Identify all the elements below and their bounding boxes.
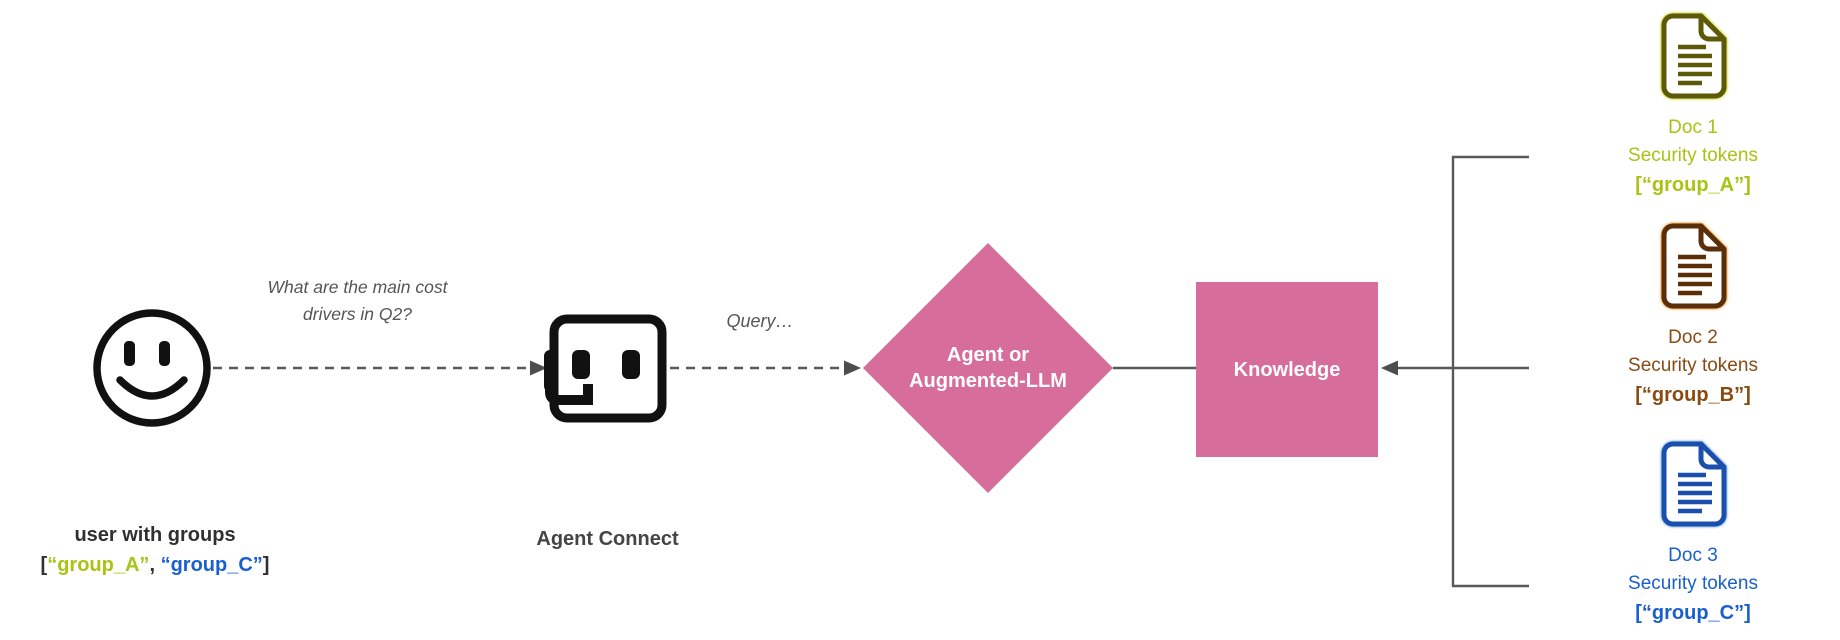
robot-headset-icon	[544, 314, 667, 423]
doc1-name: Doc 1	[1668, 117, 1718, 138]
user-groups-value: [“group_A”, “group_C”]	[0, 550, 310, 580]
question-line1: What are the main cost	[267, 277, 448, 297]
group-separator: ,	[149, 554, 161, 576]
doc-group-2: Doc 2 Security tokens [“group_B”]	[1583, 216, 1803, 410]
question-line2: drivers in Q2?	[303, 304, 412, 324]
bracket-open: [	[40, 554, 48, 576]
document-icon	[1661, 441, 1727, 527]
arrowhead-agent-to-llm	[844, 360, 861, 376]
doc-group-3: Doc 3 Security tokens [“group_C”]	[1583, 434, 1803, 628]
doc1-subtitle: Security tokens	[1628, 145, 1758, 166]
doc3-subtitle: Security tokens	[1628, 573, 1758, 594]
doc1-tokens: [“group_A”]	[1635, 174, 1751, 196]
user-group-a: “group_A”	[47, 554, 150, 576]
doc-group-1: Doc 1 Security tokens [“group_A”]	[1583, 6, 1803, 200]
agent-llm-label-line1: Agent or	[946, 344, 1030, 366]
doc3-name: Doc 3	[1668, 545, 1718, 566]
user-caption: user with groups [“group_A”, “group_C”]	[0, 520, 310, 580]
docs-bracket	[1451, 155, 1529, 588]
doc2-subtitle: Security tokens	[1628, 355, 1758, 376]
agent-llm-label-line2: Augmented-LLM	[909, 370, 1067, 392]
agent-connect-label: Agent Connect	[536, 528, 679, 550]
knowledge-label: Knowledge	[1233, 358, 1341, 381]
document-icon	[1661, 223, 1727, 309]
doc3-tokens: [“group_C”]	[1635, 602, 1751, 624]
smiley-face-icon	[93, 309, 211, 427]
user-group-c: “group_C”	[160, 554, 263, 576]
user-caption-title: user with groups	[74, 524, 236, 546]
doc2-name: Doc 2	[1668, 327, 1718, 348]
document-icon	[1661, 13, 1727, 99]
knowledge-node: Knowledge	[1196, 282, 1378, 457]
question-annotation: What are the main cost drivers in Q2?	[230, 274, 485, 328]
arrowhead-to-knowledge	[1381, 360, 1398, 376]
arrowhead-user-to-agent	[530, 360, 547, 376]
query-annotation: Query…	[726, 311, 794, 331]
bracket-close: ]	[262, 554, 270, 576]
doc2-tokens: [“group_B”]	[1635, 384, 1751, 406]
